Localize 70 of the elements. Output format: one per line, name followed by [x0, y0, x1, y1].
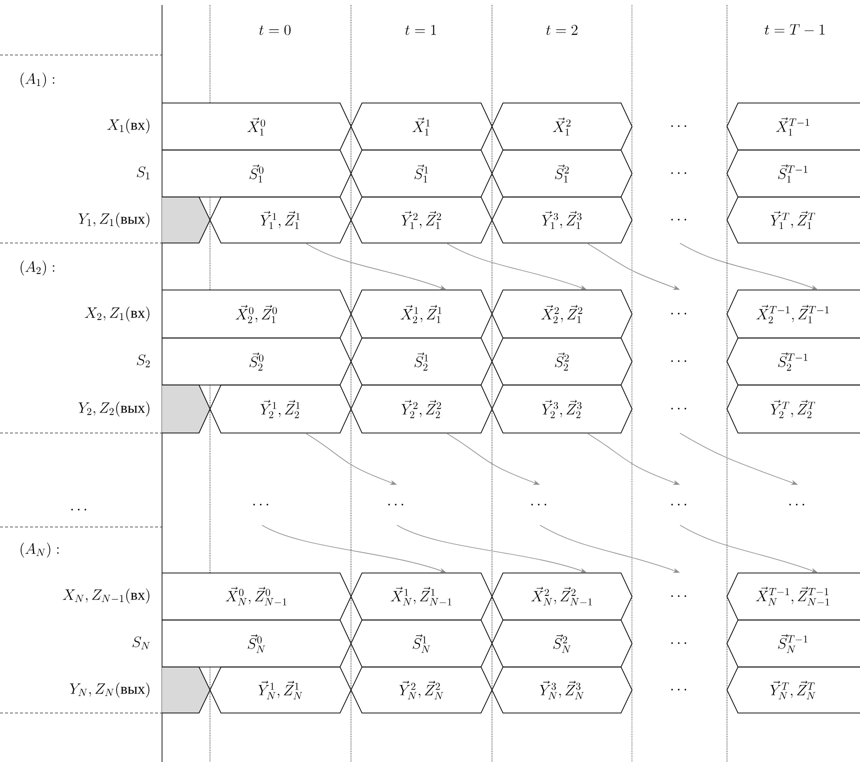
ellipsis: $\cdots$ [671, 218, 686, 220]
signal-cell: $\vec{S}_1^{0}$ [162, 150, 352, 198]
ellipsis: $\cdots$ [388, 504, 404, 506]
agent-label: $(A_2):$ [20, 260, 54, 276]
ellipsis: $\cdots$ [253, 504, 268, 506]
signal-cell: $\vec{S}_1^{2}$ [492, 150, 632, 198]
signal-cell: $\vec{X}_1^{1}$ [350, 102, 492, 150]
shaded-block [162, 384, 210, 434]
row-label: $X_1(\text{вх})$ [107, 118, 150, 134]
ellipsis: $\cdots$ [531, 504, 546, 506]
signal-cell: $\vec{Y}_2^{3}, \vec{Z}_2^{3}$ [492, 384, 632, 434]
row-label: $S_N$ [132, 636, 150, 650]
shaded-block [162, 666, 210, 714]
ellipsis: $\cdots$ [71, 508, 86, 510]
ellipsis: $\cdots$ [671, 125, 686, 127]
signal-cell: $\vec{X}_N^{2}, \vec{Z}_{N-1}^{2}$ [492, 572, 632, 620]
signal-cell: $\vec{Y}_N^{1}, \vec{Z}_N^{1}$ [210, 666, 352, 714]
signal-cell: $\vec{S}_N^{2}$ [492, 620, 632, 668]
signal-cell: $\vec{Y}_2^{1}, \vec{Z}_2^{1}$ [210, 384, 352, 434]
signal-cell: $\vec{X}_2^{2}, \vec{Z}_1^{2}$ [492, 290, 632, 338]
signal-cell: $\vec{X}_N^{0}, \vec{Z}_{N-1}^{0}$ [162, 572, 352, 620]
ellipsis: $\cdots$ [671, 360, 686, 362]
signal-cell: $\vec{Y}_N^{T}, \vec{Z}_N^{T}$ [726, 666, 860, 714]
signal-cell: $\vec{X}_1^{T-1}$ [726, 102, 860, 150]
row-label: $S_1$ [136, 166, 150, 180]
ellipsis: $\cdots$ [671, 172, 686, 174]
signal-cell: $\vec{S}_2^{0}$ [162, 338, 352, 386]
signal-cell: $\vec{X}_1^{2}$ [492, 102, 632, 150]
time-label: $t=0$ [259, 24, 291, 36]
signal-cell: $\vec{Y}_1^{2}, \vec{Z}_1^{2}$ [350, 196, 492, 244]
signal-cell: $\vec{X}_N^{1}, \vec{Z}_{N-1}^{1}$ [350, 572, 492, 620]
row-label: $S_2$ [136, 354, 150, 368]
signal-cell: $\vec{X}_2^{1}, \vec{Z}_1^{1}$ [350, 290, 492, 338]
signal-cell: $\vec{S}_2^{1}$ [350, 338, 492, 386]
signal-cell: $\vec{X}_2^{0}, \vec{Z}_1^{0}$ [162, 290, 352, 338]
row-label: $Y_1, Z_1(\text{вых})$ [78, 212, 150, 228]
row-label: $X_N, Z_{N-1}(\text{вх})$ [62, 588, 150, 604]
ellipsis: $\cdots$ [671, 408, 686, 410]
row-label: $X_2, Z_1(\text{вх})$ [84, 306, 150, 322]
signal-cell: $\vec{X}_N^{T-1}, \vec{Z}_{N-1}^{T-1}$ [726, 572, 860, 620]
ellipsis: $\cdots$ [671, 688, 686, 690]
ellipsis: $\cdots$ [671, 642, 686, 644]
ellipsis: $\cdots$ [671, 312, 686, 314]
time-label: $t=T-1$ [764, 24, 824, 35]
shaded-block [162, 196, 210, 244]
signal-cell: $\vec{Y}_N^{3}, \vec{Z}_N^{3}$ [492, 666, 632, 714]
signal-cell: $\vec{Y}_2^{2}, \vec{Z}_2^{2}$ [350, 384, 492, 434]
row-label: $Y_N, Z_N(\text{вых})$ [70, 682, 150, 698]
signal-cell: $\vec{S}_N^{1}$ [350, 620, 492, 668]
signal-cell: $\vec{Y}_N^{2}, \vec{Z}_N^{2}$ [350, 666, 492, 714]
signal-cell: $\vec{S}_2^{T-1}$ [726, 338, 860, 386]
signal-cell: $\vec{Y}_1^{1}, \vec{Z}_1^{1}$ [210, 196, 352, 244]
ellipsis: $\cdots$ [671, 504, 686, 506]
time-label: $t=1$ [405, 24, 436, 35]
signal-cell: $\vec{X}_1^{0}$ [162, 102, 352, 150]
ellipsis: $\cdots$ [789, 504, 804, 506]
signal-cell: $\vec{S}_N^{0}$ [162, 620, 352, 668]
signal-cell: $\vec{X}_2^{T-1}, \vec{Z}_1^{T-1}$ [726, 290, 860, 338]
ellipsis: $\cdots$ [671, 595, 686, 597]
signal-cell: $\vec{Y}_2^{T}, \vec{Z}_2^{T}$ [726, 384, 860, 434]
signal-cell: $\vec{S}_1^{1}$ [350, 150, 492, 198]
signal-cell: $\vec{Y}_1^{3}, \vec{Z}_1^{3}$ [492, 196, 632, 244]
signal-cell: $\vec{Y}_1^{T}, \vec{Z}_1^{T}$ [726, 196, 860, 244]
signal-cell: $\vec{S}_2^{2}$ [492, 338, 632, 386]
signal-cell: $\vec{S}_N^{T-1}$ [726, 620, 860, 668]
signal-cell: $\vec{S}_1^{T-1}$ [726, 150, 860, 198]
agent-label: $(A_1):$ [20, 72, 54, 88]
agent-label: $(A_N):$ [20, 542, 59, 558]
time-label: $t=2$ [546, 24, 578, 35]
row-label: $Y_2, Z_2(\text{вых})$ [78, 402, 150, 416]
